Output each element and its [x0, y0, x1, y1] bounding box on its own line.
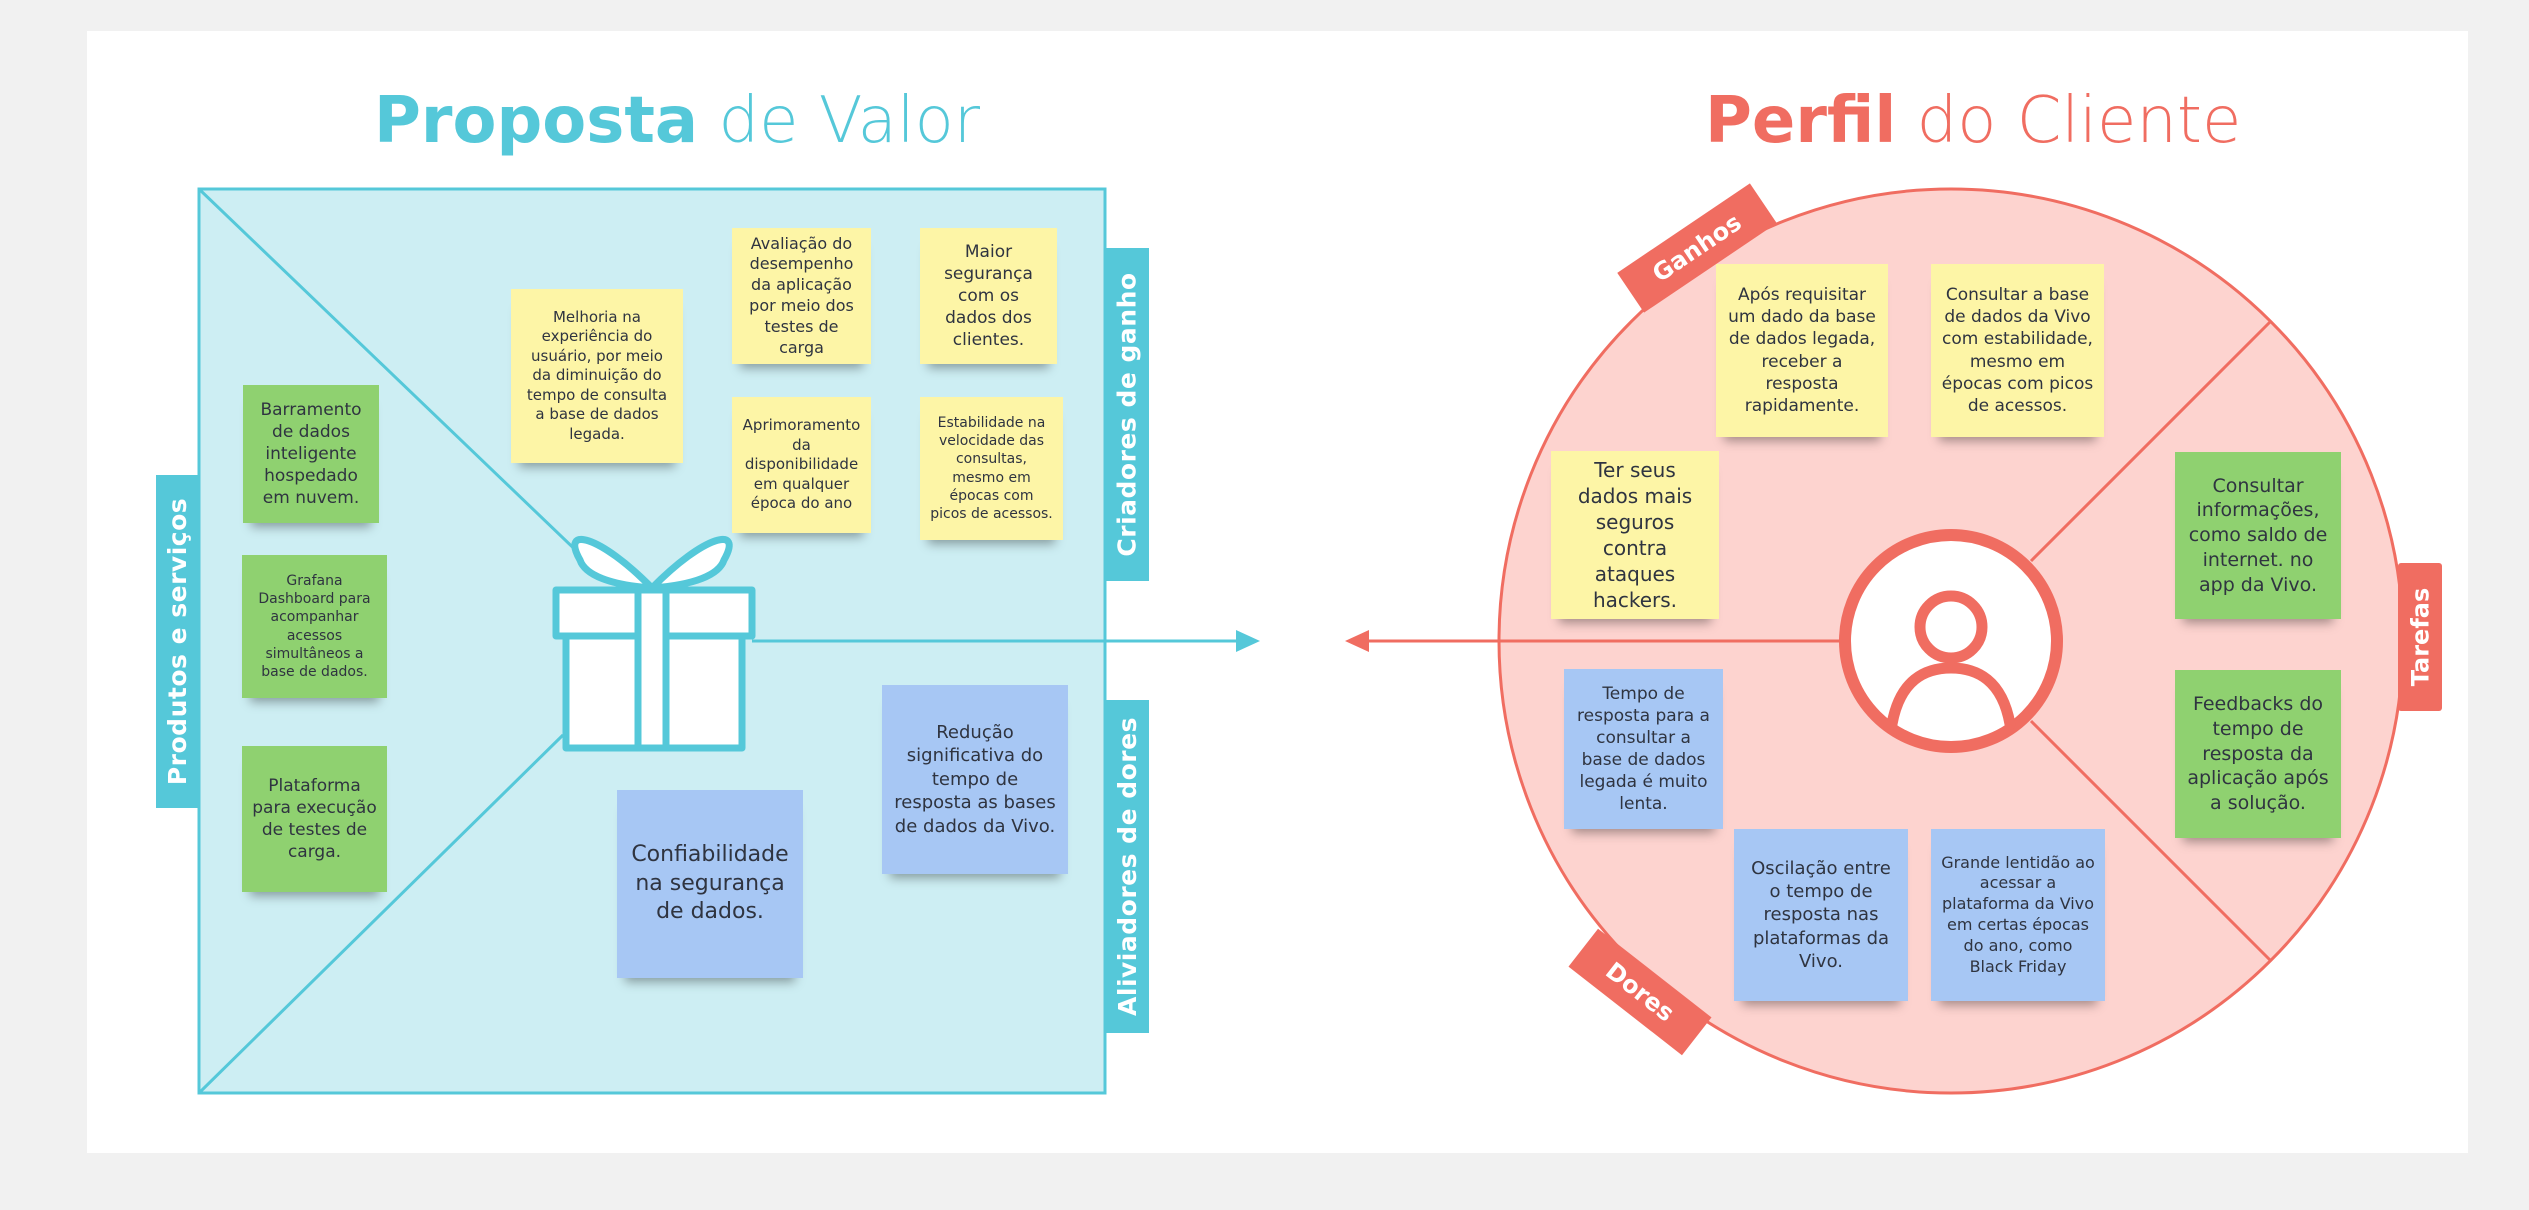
customer-profile-title-bold: Perfil: [1705, 84, 1897, 158]
label-pain-relievers-text: Aliviadores de dores: [1112, 717, 1142, 1016]
note-grande-lentidao[interactable]: Grande lentidão ao acessar a plataforma …: [1931, 829, 2105, 1001]
note-plataforma[interactable]: Plataforma para execução de testes de ca…: [242, 746, 387, 892]
value-proposition-title-bold: Proposta: [374, 84, 699, 158]
customer-profile-title: Perfil do Cliente: [1705, 84, 2241, 158]
note-confiabilidade[interactable]: Confiabilidade na segurança de dados.: [617, 790, 803, 978]
label-pain-relievers: Aliviadores de dores: [1105, 700, 1149, 1033]
note-consultar-base[interactable]: Consultar a base de dados da Vivo com es…: [1931, 264, 2104, 437]
diagonal-bottom: [197, 733, 565, 1095]
label-products-services-text: Produtos e serviços: [163, 497, 193, 786]
label-products-services: Produtos e serviços: [156, 475, 199, 808]
label-gain-creators: Criadores de ganho: [1105, 248, 1149, 581]
customer-profile-title-rest: do Cliente: [1896, 84, 2242, 158]
note-ter-dados[interactable]: Ter seus dados mais seguros contra ataqu…: [1551, 451, 1719, 619]
label-jobs: Tarefas: [2398, 563, 2442, 711]
note-maior-seguranca[interactable]: Maior segurança com os dados dos cliente…: [920, 228, 1057, 364]
note-melhoria[interactable]: Melhoria na experiência do usuário, por …: [511, 289, 683, 463]
fit-arrow-head-right: [1236, 630, 1260, 652]
segment-divider-top: [2029, 319, 2273, 563]
note-feedbacks[interactable]: Feedbacks do tempo de resposta da aplica…: [2175, 670, 2341, 838]
note-apos-requisitar[interactable]: Após requisitar um dado da base de dados…: [1716, 264, 1888, 437]
note-estabilidade[interactable]: Estabilidade na velocidade das consultas…: [920, 397, 1063, 540]
user-icon: [1839, 529, 2063, 753]
note-tempo-resposta[interactable]: Tempo de resposta para a consultar a bas…: [1564, 669, 1723, 829]
note-barramento[interactable]: Barramento de dados inteligente hospedad…: [243, 385, 379, 523]
segment-divider-bottom: [2029, 719, 2273, 963]
value-proposition-title: Proposta de Valor: [374, 84, 980, 158]
gift-icon: [552, 535, 756, 752]
note-aprimoramento[interactable]: Aprimoramento da disponibilidade em qual…: [732, 397, 871, 533]
note-oscilacao[interactable]: Oscilação entre o tempo de resposta nas …: [1734, 829, 1908, 1001]
label-jobs-text: Tarefas: [2406, 587, 2435, 687]
fit-arrow-head-left: [1345, 630, 1369, 652]
label-gain-creators-text: Criadores de ganho: [1112, 272, 1142, 557]
value-proposition-title-rest: de Valor: [698, 84, 981, 158]
note-avaliacao[interactable]: Avaliação do desempenho da aplicação por…: [732, 228, 871, 364]
note-consultar-info[interactable]: Consultar informações, como saldo de int…: [2175, 452, 2341, 619]
diagonal-top: [197, 187, 588, 562]
note-grafana[interactable]: Grafana Dashboard para acompanhar acesso…: [242, 555, 387, 698]
note-reducao[interactable]: Redução significativa do tempo de respos…: [882, 685, 1068, 874]
